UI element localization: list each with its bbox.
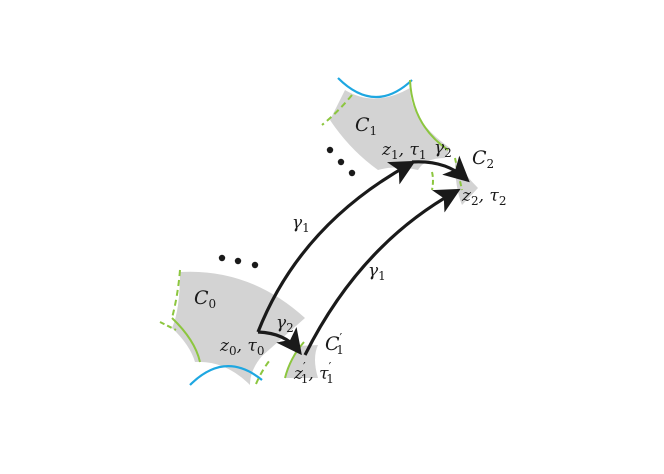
label-gamma2-c1: γ2 [434, 138, 452, 160]
c0-blue-boundary [189, 365, 263, 386]
c0-green-tick [159, 321, 177, 331]
arrow-gamma1-upper [256, 160, 416, 333]
label-c1: C1 [355, 114, 377, 138]
c1-blue-boundary [337, 77, 413, 99]
c1-green-dashed-lower [431, 171, 434, 191]
c1-green-boundary-dashed [321, 94, 353, 126]
region-c1 [330, 88, 450, 170]
region-c1-prime [285, 345, 318, 378]
arrow-gamma2-c0 [257, 326, 302, 356]
label-gamma2-c0: γ2 [276, 313, 294, 335]
c0-green-boundary-solid [171, 317, 201, 363]
ellipsis-c1 [326, 146, 356, 177]
c0-green-boundary-right [255, 359, 271, 385]
c0-green-boundary-dashed [171, 269, 181, 319]
label-z1-tau1: z1, τ1 [381, 140, 426, 162]
label-c1-prime: C′1 [325, 331, 344, 357]
label-z2-tau2: z2, τ2 [461, 186, 506, 208]
label-gamma1-lower: γ1 [368, 261, 386, 283]
label-z0-tau0: z0, τ0 [219, 336, 264, 358]
label-c2: C2 [472, 147, 494, 171]
label-c0: C0 [194, 287, 216, 311]
arrow-gamma2-c1 [411, 155, 470, 183]
arrow-gamma1-lower [303, 188, 461, 356]
ellipsis-c0 [218, 254, 259, 269]
label-gamma1-upper: γ1 [292, 213, 310, 235]
label-z1p-tau1p: z′1, τ′1 [293, 360, 334, 386]
c1-green-boundary-solid [409, 79, 449, 151]
